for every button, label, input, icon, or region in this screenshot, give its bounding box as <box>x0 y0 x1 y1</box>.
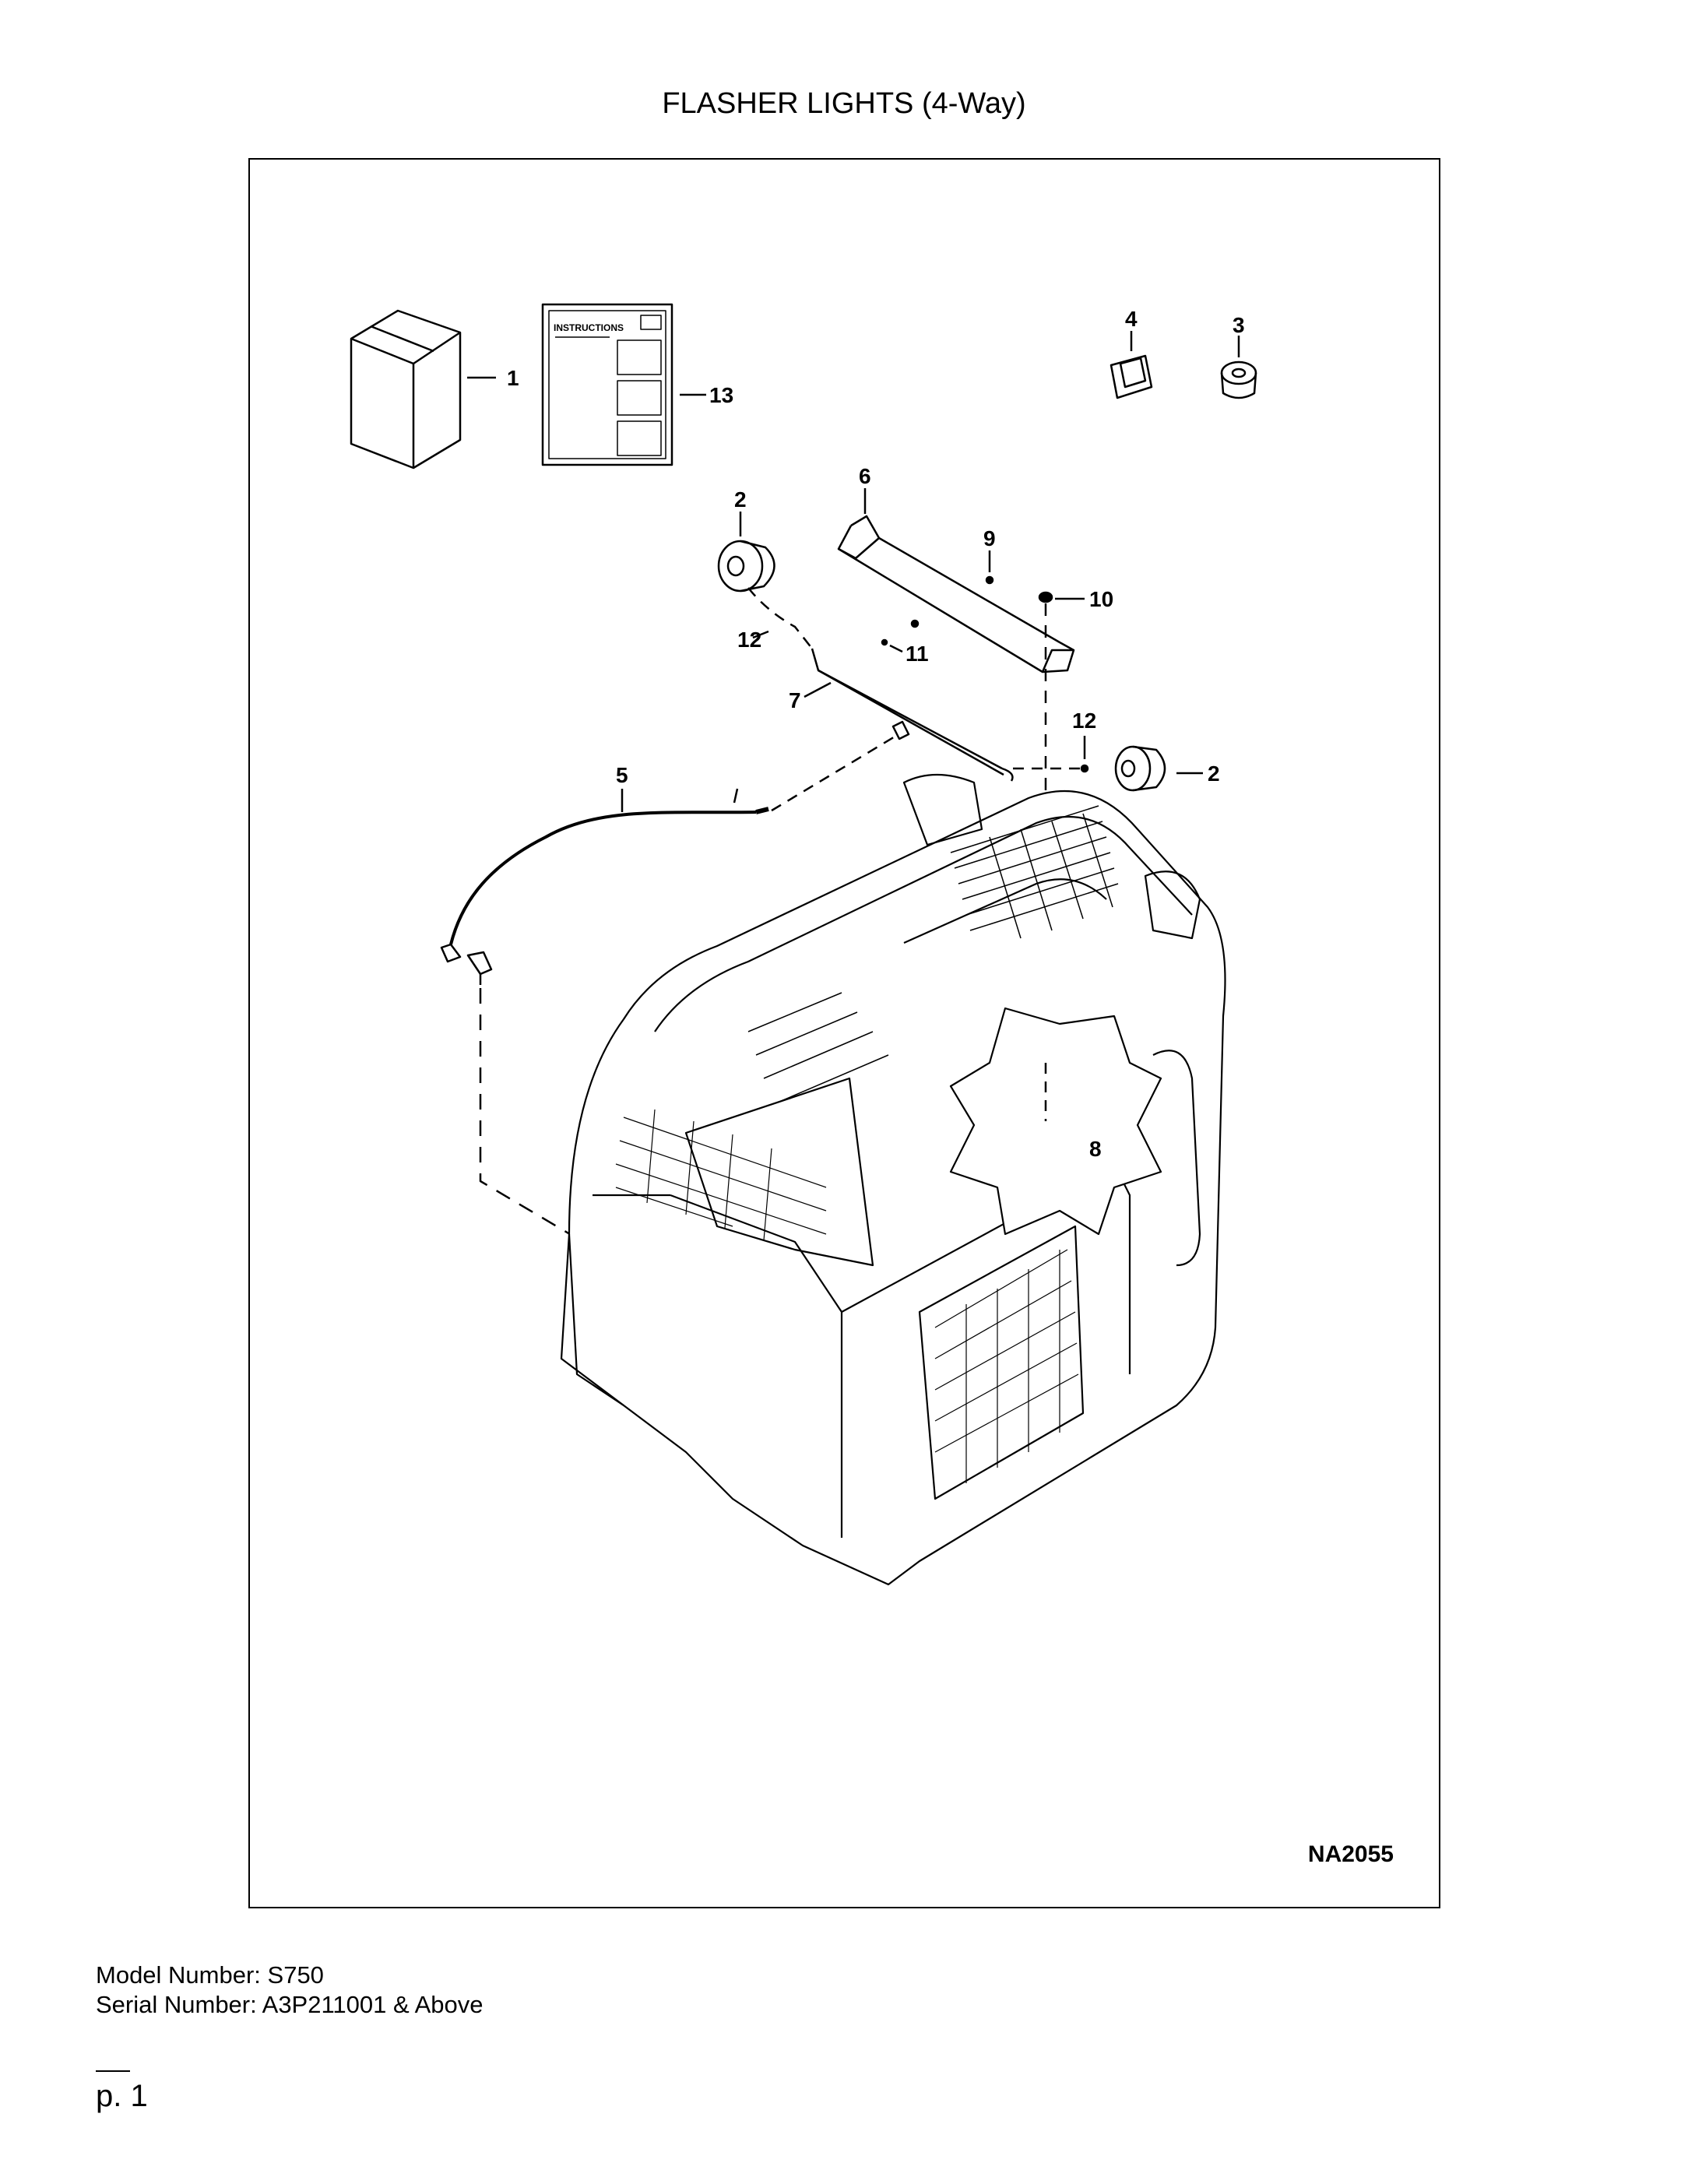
callout-11: 11 <box>906 642 929 666</box>
mounting-bracket <box>837 488 1075 673</box>
instruction-sheet <box>541 303 673 466</box>
cutaway-section <box>949 1007 1162 1236</box>
figure-reference: NA2055 <box>1307 1841 1394 1867</box>
page-number-rule <box>96 2070 130 2072</box>
page-number: p. 1 <box>96 2079 148 2113</box>
cab-outline <box>560 773 1226 1586</box>
callout-12-lower: 12 <box>1072 709 1096 733</box>
kit-box <box>350 309 462 470</box>
callout-3: 3 <box>1233 313 1245 337</box>
callout-10: 10 <box>1089 587 1113 611</box>
callout-4: 4 <box>1125 307 1138 331</box>
callout-8: 8 <box>1089 1137 1102 1161</box>
callout-12-upper: 12 <box>737 628 761 652</box>
model-info: Model Number: S750 Serial Number: A3P211… <box>96 1961 483 2020</box>
callout-13: 13 <box>709 383 733 407</box>
callout-2-lower: 2 <box>1208 761 1220 786</box>
callout-labels: 1 13 4 3 2 6 9 10 12 11 7 12 2 5 8 INSTR… <box>507 307 1245 1161</box>
flasher-light-lower <box>1114 745 1166 792</box>
model-number: Model Number: S750 <box>96 1961 324 1989</box>
serial-number: Serial Number: A3P211001 & Above <box>96 1991 484 2018</box>
wire-harness <box>440 734 897 985</box>
rocker-switch <box>1110 331 1153 399</box>
grommet <box>1220 336 1257 399</box>
light-rod <box>804 648 1014 782</box>
callout-9: 9 <box>983 526 996 550</box>
flasher-light-upper <box>717 512 775 593</box>
callout-7: 7 <box>789 688 801 712</box>
page-title: FLASHER LIGHTS (4-Way) <box>662 87 1026 120</box>
diagram-frame: 1 13 4 3 2 6 9 10 12 11 7 12 2 5 8 INSTR… <box>248 158 1440 1908</box>
callout-2-upper: 2 <box>734 487 747 512</box>
callout-1: 1 <box>507 366 519 390</box>
callout-5: 5 <box>616 763 628 787</box>
callout-6: 6 <box>859 464 871 488</box>
instructions-label: INSTRUCTIONS <box>554 322 624 333</box>
parts-diagram: 1 13 4 3 2 6 9 10 12 11 7 12 2 5 8 INSTR… <box>350 303 1257 1586</box>
